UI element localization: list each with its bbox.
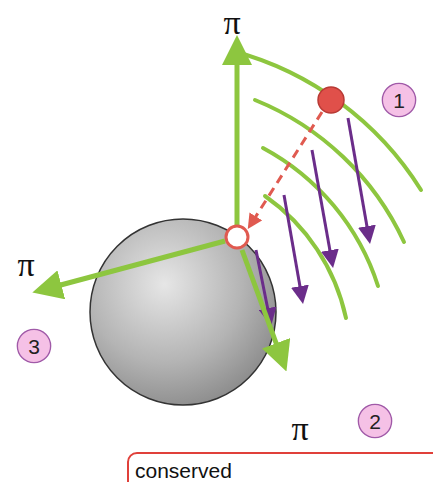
callout-text: 2 xyxy=(369,411,381,432)
callout-number: 2 xyxy=(357,403,393,439)
note-text: conserved xyxy=(135,460,433,482)
pion-arrows xyxy=(42,45,283,362)
dashed-path xyxy=(251,112,322,224)
callout-number: 3 xyxy=(16,328,52,364)
particle xyxy=(318,87,344,113)
hole xyxy=(226,226,248,248)
callout-text: 3 xyxy=(28,336,40,357)
callout-number: 1 xyxy=(381,82,417,118)
pion-label: π xyxy=(223,6,240,40)
callout-text: 1 xyxy=(393,90,405,111)
note-box: conserved xyxy=(127,452,433,482)
sphere xyxy=(90,219,276,405)
pion-label: π xyxy=(291,412,308,446)
field-arrows xyxy=(256,118,369,320)
pion-label: π xyxy=(17,248,34,282)
